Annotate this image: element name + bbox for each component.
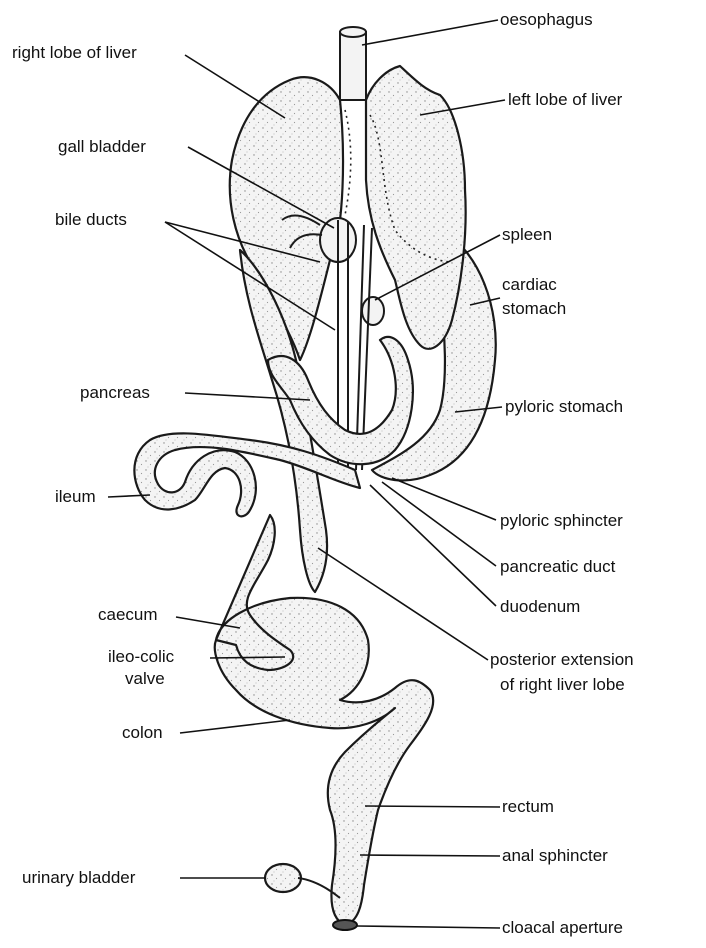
oesophagus-organ bbox=[340, 27, 366, 100]
label-colon: colon bbox=[122, 723, 163, 742]
label-spleen: spleen bbox=[502, 225, 552, 244]
large-intestine-organ bbox=[215, 515, 433, 925]
label-anal-sphincter: anal sphincter bbox=[502, 846, 608, 865]
label-urinary-bladder: urinary bladder bbox=[22, 868, 136, 887]
label-cardiac-stomach-line2: stomach bbox=[502, 299, 566, 318]
liver-dotted-outline-1 bbox=[345, 110, 351, 215]
label-rectum: rectum bbox=[502, 797, 554, 816]
label-oesophagus: oesophagus bbox=[500, 10, 593, 29]
cloacal-aperture-organ bbox=[333, 920, 357, 930]
urinary-bladder-organ bbox=[265, 864, 340, 898]
leader-pancreatic-duct bbox=[382, 482, 496, 566]
spleen-organ bbox=[362, 297, 384, 325]
label-pancreatic-duct: pancreatic duct bbox=[500, 557, 616, 576]
label-caecum: caecum bbox=[98, 605, 158, 624]
label-posterior-extension-line1: posterior extension bbox=[490, 650, 634, 669]
label-pyloric-stomach: pyloric stomach bbox=[505, 397, 623, 416]
label-ileo-colic-line1: ileo-colic bbox=[108, 647, 175, 666]
leader-anal-sphincter bbox=[360, 855, 500, 856]
leader-ileo-colic-valve bbox=[210, 657, 285, 658]
label-gall-bladder: gall bladder bbox=[58, 137, 146, 156]
label-right-lobe-of-liver: right lobe of liver bbox=[12, 43, 137, 62]
label-cardiac-stomach-line1: cardiac bbox=[502, 275, 557, 294]
leader-right-lobe bbox=[185, 55, 285, 118]
leader-colon bbox=[180, 720, 290, 733]
label-duodenum: duodenum bbox=[500, 597, 580, 616]
right-liver-lobe bbox=[230, 77, 343, 360]
label-posterior-extension-line2: of right liver lobe bbox=[500, 675, 625, 694]
label-ileo-colic-line2: valve bbox=[125, 669, 165, 688]
label-bile-ducts: bile ducts bbox=[55, 210, 127, 229]
label-ileum: ileum bbox=[55, 487, 96, 506]
label-pancreas: pancreas bbox=[80, 383, 150, 402]
label-pyloric-sphincter: pyloric sphincter bbox=[500, 511, 623, 530]
leader-cloacal-aperture bbox=[357, 926, 500, 928]
label-left-lobe-of-liver: left lobe of liver bbox=[508, 90, 623, 109]
leader-duodenum bbox=[370, 485, 496, 606]
label-cloacal-aperture: cloacal aperture bbox=[502, 918, 623, 937]
leader-oesophagus bbox=[362, 20, 498, 45]
leader-rectum bbox=[365, 806, 500, 807]
leader-pyloric-sphincter bbox=[392, 478, 496, 520]
